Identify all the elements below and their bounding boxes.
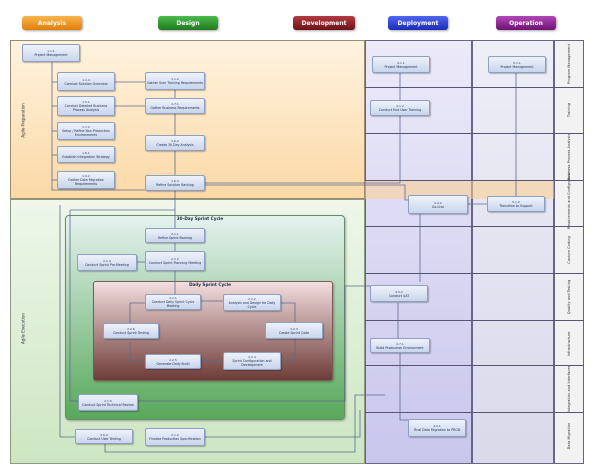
phase-development[interactable]: Development	[293, 16, 355, 30]
phase-operation[interactable]: Operation	[496, 16, 556, 30]
requirements-highlight-band	[365, 180, 554, 199]
lane-label-data-migration: Data Migration	[567, 422, 571, 450]
lane-label-program-management: Program Management	[567, 44, 571, 84]
lane-divider	[365, 133, 584, 134]
lane-divider	[365, 226, 584, 227]
lane-divider	[365, 412, 584, 413]
phase-deployment[interactable]: Deployment	[388, 16, 448, 30]
section-label-agile-preparation: Agile Preparation	[20, 103, 26, 138]
lane-label-integration: Integration and Interfaces	[567, 365, 571, 413]
lane-label-custom-coding: Custom Coding	[567, 236, 571, 264]
lane-label-quality-testing: Quality and Testing	[567, 279, 571, 315]
lane-label-training: Training	[567, 102, 571, 118]
lane-divider	[365, 273, 584, 274]
lane-label-column	[554, 40, 584, 464]
lane-label-infrastructure: Infrastructure	[567, 331, 571, 357]
lane-divider	[365, 320, 584, 321]
phase-design[interactable]: Design	[158, 16, 218, 30]
lane-divider	[365, 87, 584, 88]
section-label-agile-execution: Agile Execution	[20, 313, 26, 344]
phase-analysis[interactable]: Analysis	[22, 16, 82, 30]
lane-label-requirements: Requirements and Configuration	[567, 170, 571, 229]
daily-cycle-title: Daily Sprint Cycle	[189, 282, 231, 287]
lane-divider	[365, 180, 584, 181]
operation-band	[472, 40, 554, 464]
lane-divider	[365, 365, 584, 366]
sprint-cycle-title: 30-Day Sprint Cycle	[176, 216, 224, 221]
